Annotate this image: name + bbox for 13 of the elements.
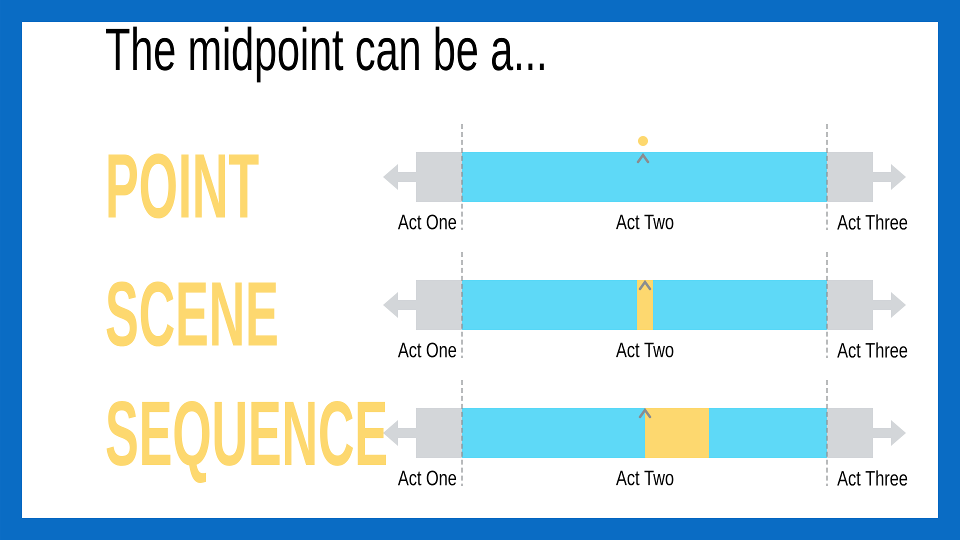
- title: The midpoint can be a...: [106, 26, 544, 82]
- act-label: Act Two: [616, 470, 674, 486]
- act-label: Act Two: [616, 342, 674, 358]
- act-label: Act Three: [837, 342, 908, 358]
- act-label: Act One: [398, 342, 456, 358]
- act-label: Act One: [398, 470, 456, 486]
- act-label: Act Three: [837, 470, 908, 486]
- row-label: POINT: [108, 154, 259, 218]
- row-label: SEQUENCE: [106, 400, 386, 483]
- row-label: SCENE: [106, 282, 277, 346]
- act-label: Act Three: [837, 214, 908, 230]
- act-label: Act One: [398, 214, 456, 230]
- act-label: Act Two: [616, 214, 674, 230]
